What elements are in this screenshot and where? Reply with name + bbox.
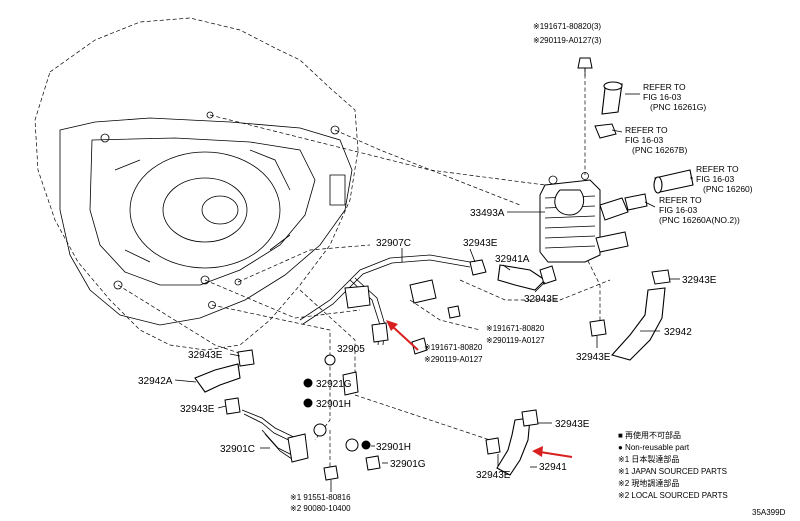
refer-note-3: REFER TO FIG 16-03 (PNC 16260) <box>696 164 753 194</box>
top-bolt <box>577 57 593 76</box>
label-32941A: 32941A <box>495 254 530 265</box>
refer-4-line-2: FIG 16-03 <box>659 205 698 215</box>
label-32943E-b: 32943E <box>524 294 559 305</box>
top-bolt-pn-1: ※191671-80820(3) <box>533 22 601 31</box>
refer-3-line-2: FIG 16-03 <box>696 174 735 184</box>
mid-bolt-pn-4: ※290119-A0127 <box>424 355 483 364</box>
hose-32941A <box>469 259 557 291</box>
refer-1-line-2: FIG 16-03 <box>643 92 682 102</box>
label-32943E-c: 32943E <box>682 275 717 286</box>
red-arrows <box>386 320 573 458</box>
legend-line-1: ■ 再使用不可部品 <box>618 430 681 440</box>
label-33493A: 33493A <box>470 208 505 219</box>
legend-line-2: ● Non-reusable part <box>618 443 690 452</box>
bottom-bolt-pn-2: ※2 90080-10400 <box>290 504 351 513</box>
label-32905: 32905 <box>337 344 365 355</box>
refer-3-line-3: (PNC 16260) <box>703 184 753 194</box>
label-32901H-a: 32901H <box>316 399 351 410</box>
hose-32941 <box>485 409 539 476</box>
refer-note-1: REFER TO FIG 16-03 (PNC 16261G) <box>643 82 706 112</box>
callout-labels: ※191671-80820(3) ※290119-A0127(3) 33493A… <box>138 22 717 513</box>
label-32943E-d: 32943E <box>576 352 611 363</box>
refer-3-line-1: REFER TO <box>696 164 739 174</box>
refer-1-line-1: REFER TO <box>643 82 686 92</box>
refer-hoses <box>594 81 694 211</box>
bottom-bolt-pn-1: ※1 91551-80816 <box>290 493 351 502</box>
label-32943E-f: 32943E <box>180 404 215 415</box>
oil-cooler-33493A <box>539 172 629 263</box>
label-32921G: 32921G <box>316 379 352 390</box>
refer-2-line-3: (PNC 16267B) <box>632 145 687 155</box>
tube-32907C <box>299 254 471 346</box>
legend: ■ 再使用不可部品 ● Non-reusable part ※1 日本製達部品 … <box>618 430 728 500</box>
legend-line-4: ※1 JAPAN SOURCED PARTS <box>618 467 727 476</box>
union-fittings <box>303 354 381 492</box>
refer-4-line-3: (PNC 16260A(NO.2)) <box>659 215 740 225</box>
refer-note-2: REFER TO FIG 16-03 (PNC 16267B) <box>625 125 687 155</box>
hose-32942A <box>194 349 255 393</box>
label-32901G: 32901G <box>390 459 426 470</box>
label-32942: 32942 <box>664 327 692 338</box>
transmission-housing <box>34 17 359 351</box>
mid-bolt-pn-2: ※290119-A0127 <box>486 336 545 345</box>
center-bolts <box>411 305 461 355</box>
label-32943E-a: 32943E <box>463 238 498 249</box>
refer-1-line-3: (PNC 16261G) <box>650 102 706 112</box>
hose-32942 <box>589 269 671 361</box>
diagram-id: 35A399D <box>752 508 786 517</box>
label-32943E-g: 32943E <box>555 419 590 430</box>
leader-lines <box>117 68 611 480</box>
refer-4-line-1: REFER TO <box>659 195 702 205</box>
label-32901C: 32901C <box>220 444 255 455</box>
legend-line-3: ※1 日本製達部品 <box>618 454 679 464</box>
label-32943E-h: 32943E <box>476 470 511 481</box>
legend-line-5: ※2 現地調達部品 <box>618 478 679 488</box>
label-32942A: 32942A <box>138 376 173 387</box>
mid-bolt-pn-3: ※191671-80820 <box>424 343 483 352</box>
label-32941: 32941 <box>539 462 567 473</box>
top-bolt-pn-2: ※290119-A0127(3) <box>533 36 602 45</box>
refer-note-4: REFER TO FIG 16-03 (PNC 16260A(NO.2)) <box>659 195 740 225</box>
refer-2-line-2: FIG 16-03 <box>625 135 664 145</box>
label-32943E-e: 32943E <box>188 350 223 361</box>
mid-bolt-pn-1: ※191671-80820 <box>486 324 545 333</box>
refer-2-line-1: REFER TO <box>625 125 668 135</box>
pipe-32901C <box>224 397 309 463</box>
legend-line-6: ※2 LOCAL SOURCED PARTS <box>618 491 728 500</box>
label-leaders <box>174 93 693 468</box>
label-32907C: 32907C <box>376 238 411 249</box>
label-32901H-b: 32901H <box>376 442 411 453</box>
